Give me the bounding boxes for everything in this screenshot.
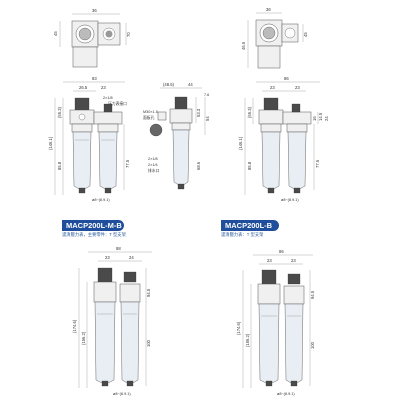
- front-left-note: 压力表接口: [108, 101, 127, 106]
- dim-front-left-h4: 77.5: [125, 159, 130, 168]
- section-caption-left: 濾清壓力表，主要零件：T 型支架: [62, 232, 126, 237]
- dim-bottom-left-h1: (156.2): [81, 331, 86, 345]
- section-title-right: MACP200L-B: [225, 221, 273, 230]
- dim-bottom-right-h1: (156.2): [245, 333, 250, 347]
- bottom-view-left: 88 23 24 (174.6) (156.2) 94.5 100 ø8~(8.…: [72, 246, 152, 396]
- dim-bottom-left-w1: 23: [105, 255, 110, 260]
- top-view-right: 36 46.5 45: [241, 7, 308, 69]
- dim-bottom-left-total: (174.6): [72, 319, 77, 333]
- dim-top-right-a: 36: [266, 7, 271, 12]
- dim-front-right-h3: 85.8: [247, 161, 252, 170]
- dim-bottom-right-total: (174.6): [236, 321, 241, 335]
- dim-bottom-left-width: 88: [116, 246, 121, 251]
- dim-bottom-left-h2: 94.5: [146, 288, 151, 297]
- dim-top-right-b: 46.5: [241, 41, 246, 50]
- section-caption-right: 濾清壓力表：T 型支架: [221, 232, 264, 237]
- dim-bottom-left-w2: 24: [129, 255, 134, 260]
- dim-front-right-w1: 23: [270, 85, 275, 90]
- dim-bottom-left-h3: 100: [146, 339, 151, 347]
- front-view-left: 83 26.5 23 2×1/8 压力表接口 (146.1): [48, 76, 130, 202]
- dim-side-b: 44: [188, 82, 193, 87]
- dim-front-right-w2: 23: [295, 85, 300, 90]
- front-right-port: ø8~(8.9.1): [281, 198, 299, 202]
- dim-top-left-b: 45: [53, 31, 58, 36]
- top-view-left: 36 45 70: [53, 8, 131, 68]
- side-h: 2×1/4: [148, 163, 158, 167]
- section-banner-left: MACP200L-M-B: [62, 220, 124, 231]
- section-title-left: MACP200L-M-B: [66, 221, 122, 230]
- section-banner-right: MACP200L-B: [221, 220, 279, 231]
- side-view-left: (48.5) 44 7.6 M30×1.5 面板孔 53.3 54 68.6 2…: [143, 82, 210, 190]
- dim-bottom-right-h3: 100: [310, 341, 315, 349]
- bottom-right-port: ø8~(8.9.1): [277, 392, 295, 396]
- dim-bottom-right-w2: 23: [291, 258, 296, 263]
- front-left-port: ø8~(8.9.1): [92, 198, 110, 202]
- side-thread: M30×1.5: [143, 110, 158, 114]
- bottom-view-right: 86 23 23 (174.6) (156.2) 94.5 100 ø8~(8.…: [236, 249, 315, 396]
- dim-side-d: 53.3: [196, 108, 201, 117]
- bottom-left-port: ø8~(8.9.1): [113, 392, 131, 396]
- dim-bottom-right-w1: 23: [267, 258, 272, 263]
- dim-front-left-h2: (55.3): [57, 106, 62, 118]
- dim-front-left-w2: 23: [101, 85, 106, 90]
- dim-front-left-width: 83: [92, 76, 97, 81]
- dim-front-left-w1: 26.5: [79, 85, 88, 90]
- dim-bottom-right-h2: 94.5: [310, 290, 315, 299]
- side-g: 2×1/8: [148, 157, 158, 161]
- dim-top-right-c: 45: [303, 32, 308, 37]
- dim-front-right-h4: 77.5: [315, 159, 320, 168]
- side-panel: 面板孔: [143, 115, 155, 120]
- dim-front-right-r1: 16: [312, 116, 317, 121]
- dim-bottom-right-width: 86: [279, 249, 284, 254]
- dim-side-c: 7.6: [204, 93, 209, 97]
- dim-side-a: (48.5): [163, 82, 175, 87]
- dim-front-left-height: (146.1): [48, 136, 53, 150]
- dim-front-right-r3: 24: [324, 116, 329, 121]
- dim-side-e: 54: [205, 116, 210, 121]
- front-view-right: 86 23 23 (146.1) (55.3) 85.8 16 14.5 24 …: [238, 76, 329, 202]
- side-drain: 排水口: [148, 168, 160, 173]
- dim-front-right-h2: (55.3): [247, 106, 252, 118]
- dim-front-right-height: (146.1): [238, 136, 243, 150]
- front-left-tag: 2×1/8: [103, 96, 113, 100]
- dim-side-f: 68.6: [196, 161, 201, 170]
- dim-front-left-h3: 85.8: [57, 161, 62, 170]
- dim-front-right-width: 86: [284, 76, 289, 81]
- dim-front-right-r2: 14.5: [318, 112, 323, 121]
- dim-top-left-c: 70: [126, 32, 131, 37]
- dim-top-left-a: 36: [92, 8, 97, 13]
